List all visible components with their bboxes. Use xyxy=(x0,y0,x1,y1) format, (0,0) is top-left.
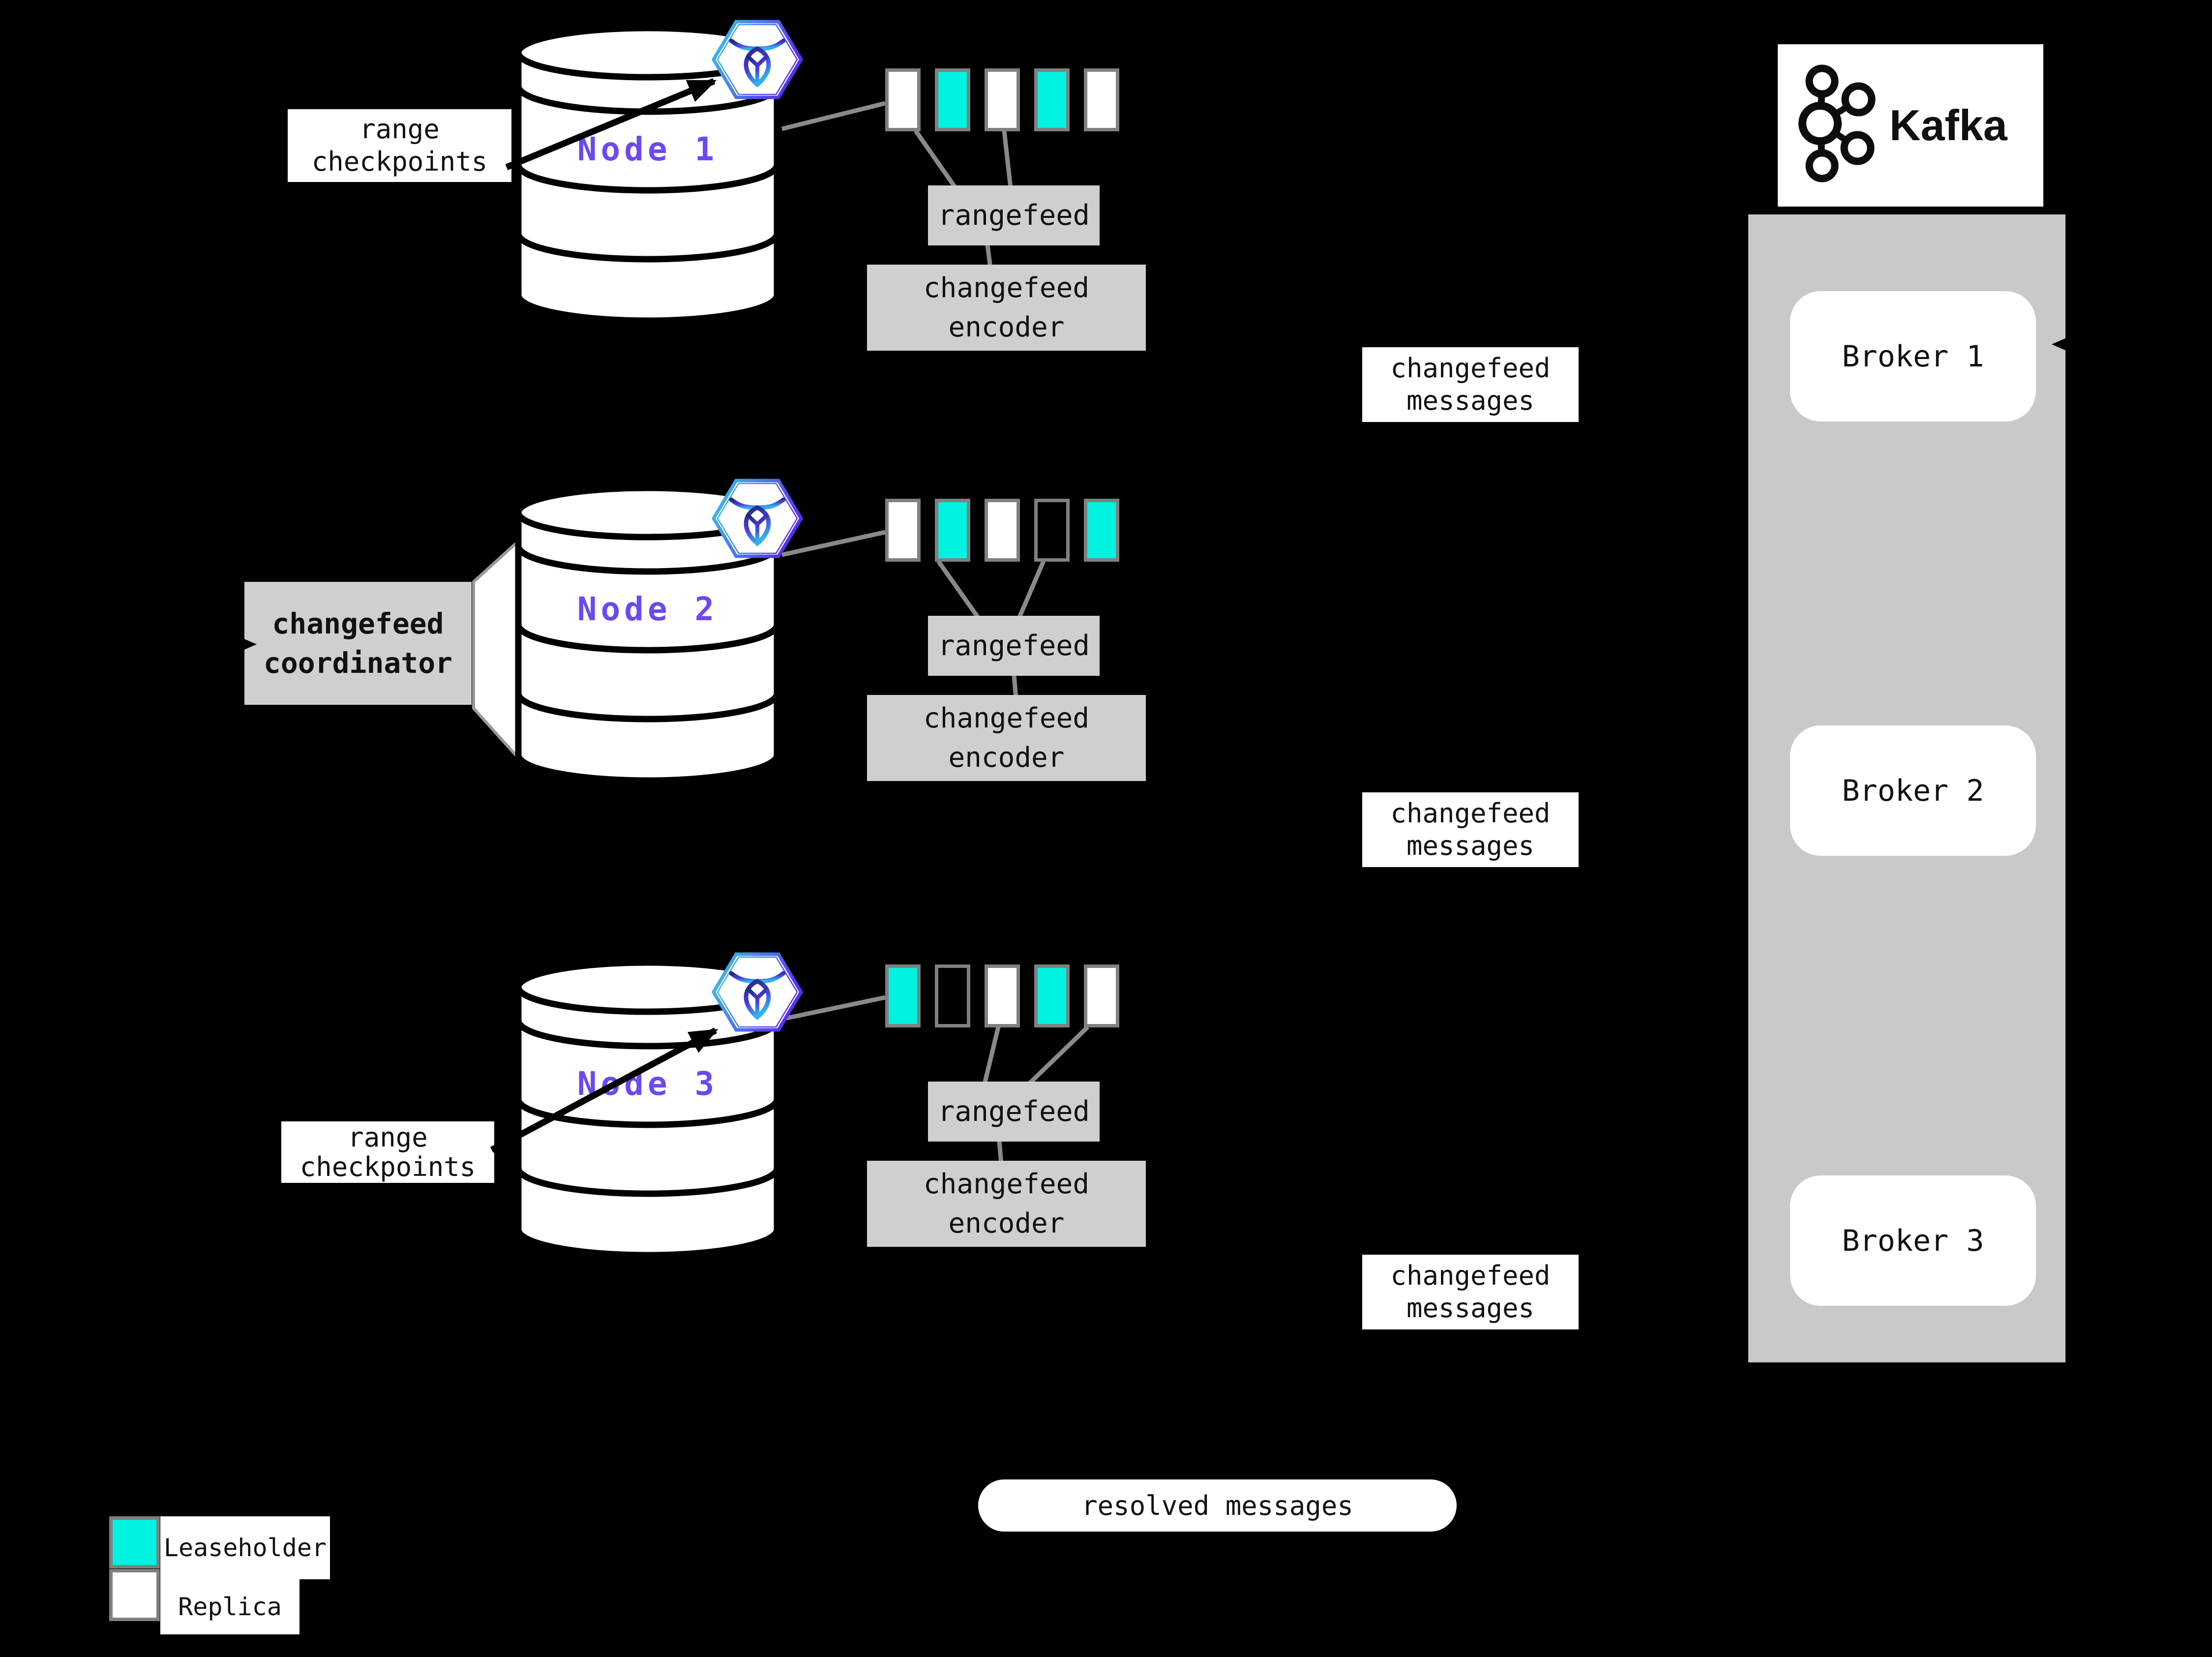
node-2-rangefeed-box: rangefeed xyxy=(928,616,1100,676)
broker-3: Broker 3 xyxy=(1790,1175,2036,1306)
range-checkpoints-line2: checkpoints xyxy=(299,1151,476,1182)
node-1-range-squares xyxy=(885,68,1119,131)
coordinator-arrowhead xyxy=(235,635,257,654)
legend-replica-item: Replica xyxy=(160,1579,299,1634)
database-cylinder-icon xyxy=(515,484,780,784)
changefeed-coordinator-box: changefeed coordinator xyxy=(244,582,472,705)
range-checkpoints-line2: checkpoints xyxy=(311,146,488,177)
legend-leaseholder-label: Leaseholder xyxy=(163,1534,327,1562)
range-square-replica xyxy=(985,499,1020,562)
node-3-database-cylinder: Node 3 xyxy=(515,959,780,1284)
changefeed-messages-label-1: changefeed messages xyxy=(1362,347,1579,422)
range-square-leaseholder xyxy=(1084,499,1119,562)
messages-line2: messages xyxy=(1406,385,1535,416)
range-square-replica xyxy=(885,68,921,131)
messages-line2: messages xyxy=(1406,830,1535,861)
range-square-leaseholder xyxy=(1034,68,1070,131)
node-1-database-cylinder: Node 1 xyxy=(515,25,780,349)
node-1-label: Node 1 xyxy=(577,130,718,168)
legend: Leaseholder Replica xyxy=(109,1516,453,1644)
broker-1-label: Broker 1 xyxy=(1842,339,1984,374)
encoder-label-line1: changefeed xyxy=(923,702,1090,734)
range-checkpoints-label-bottom: range checkpoints xyxy=(281,1121,494,1183)
node-2-range-squares xyxy=(885,499,1119,562)
encoder-label-line1: changefeed xyxy=(923,271,1090,304)
kafka-brokers: Broker 1 Broker 2 Broker 3 xyxy=(1748,214,2065,1362)
broker1-arrowhead xyxy=(2052,334,2074,354)
messages-line1: changefeed xyxy=(1390,353,1551,384)
legend-leaseholder-swatch xyxy=(109,1516,160,1568)
legend-leaseholder-item: Leaseholder xyxy=(160,1516,330,1579)
rangefeed-label: rangefeed xyxy=(938,1095,1090,1128)
messages-line2: messages xyxy=(1406,1293,1535,1324)
encoder-label-line2: encoder xyxy=(948,311,1065,343)
range-square-leaseholder xyxy=(935,68,970,131)
encoder-label-line1: changefeed xyxy=(923,1168,1090,1200)
rangefeed-label: rangefeed xyxy=(938,630,1090,662)
node-3-range-squares xyxy=(885,964,1119,1027)
cockroachdb-icon xyxy=(711,950,804,1034)
broker-2: Broker 2 xyxy=(1790,725,2036,856)
broker-3-label: Broker 3 xyxy=(1842,1223,1984,1258)
database-cylinder-icon xyxy=(515,959,780,1259)
broker-1: Broker 1 xyxy=(1790,291,2036,422)
range-checkpoints-line1: range xyxy=(348,1121,428,1153)
kafka-wordmark: Kafka xyxy=(1889,101,2007,150)
range-square-leaseholder xyxy=(935,499,970,562)
changefeed-messages-label-3: changefeed messages xyxy=(1362,1255,1579,1329)
range-square-replica xyxy=(985,68,1020,131)
range-square-replica xyxy=(885,499,921,562)
range-square-replica xyxy=(1084,68,1119,131)
range-checkpoints-arrow-node1 xyxy=(505,78,717,171)
legend-replica-swatch xyxy=(109,1569,160,1621)
messages-line1: changefeed xyxy=(1390,798,1551,829)
encoder-label-line2: encoder xyxy=(948,741,1065,774)
node-3-changefeed-encoder-box: changefeed encoder xyxy=(867,1161,1146,1247)
range-square-replica xyxy=(985,964,1020,1027)
node-1-changefeed-encoder-box: changefeed encoder xyxy=(867,265,1146,351)
messages-line1: changefeed xyxy=(1390,1260,1551,1291)
encoder-label-line2: encoder xyxy=(948,1207,1065,1239)
resolved-messages-pill: resolved messages xyxy=(978,1479,1457,1532)
database-cylinder-icon xyxy=(515,25,780,324)
range-square-leaseholder xyxy=(885,964,921,1027)
node-2-label: Node 2 xyxy=(577,590,718,628)
gray-connector-lines xyxy=(781,101,1090,1165)
coordinator-line2: coordinator xyxy=(263,646,453,680)
node-2-changefeed-encoder-box: changefeed encoder xyxy=(867,695,1146,781)
resolved-messages-label: resolved messages xyxy=(1081,1490,1353,1521)
cockroachdb-icon xyxy=(711,476,804,561)
cockroachdb-icon xyxy=(711,17,804,102)
legend-replica-label: Replica xyxy=(178,1593,282,1621)
changefeed-messages-label-2: changefeed messages xyxy=(1362,792,1579,867)
range-square-replica xyxy=(1084,964,1119,1027)
range-square-empty xyxy=(935,964,970,1027)
range-checkpoints-label-top: range checkpoints xyxy=(288,109,511,182)
node-3-rangefeed-box: rangefeed xyxy=(928,1082,1100,1142)
broker-2-label: Broker 2 xyxy=(1842,773,1984,808)
kafka-logo-icon xyxy=(1798,64,1876,182)
range-checkpoints-line1: range xyxy=(359,114,440,145)
range-square-leaseholder xyxy=(1034,964,1070,1027)
range-checkpoints-arrow-node3 xyxy=(490,1027,718,1153)
coordinator-line1: changefeed xyxy=(272,607,444,640)
rangefeed-label: rangefeed xyxy=(938,199,1090,232)
kafka-logo-box: Kafka xyxy=(1778,44,2043,207)
node-1-rangefeed-box: rangefeed xyxy=(928,185,1100,245)
node-2-database-cylinder: Node 2 xyxy=(515,484,780,809)
range-square-empty xyxy=(1034,499,1070,562)
